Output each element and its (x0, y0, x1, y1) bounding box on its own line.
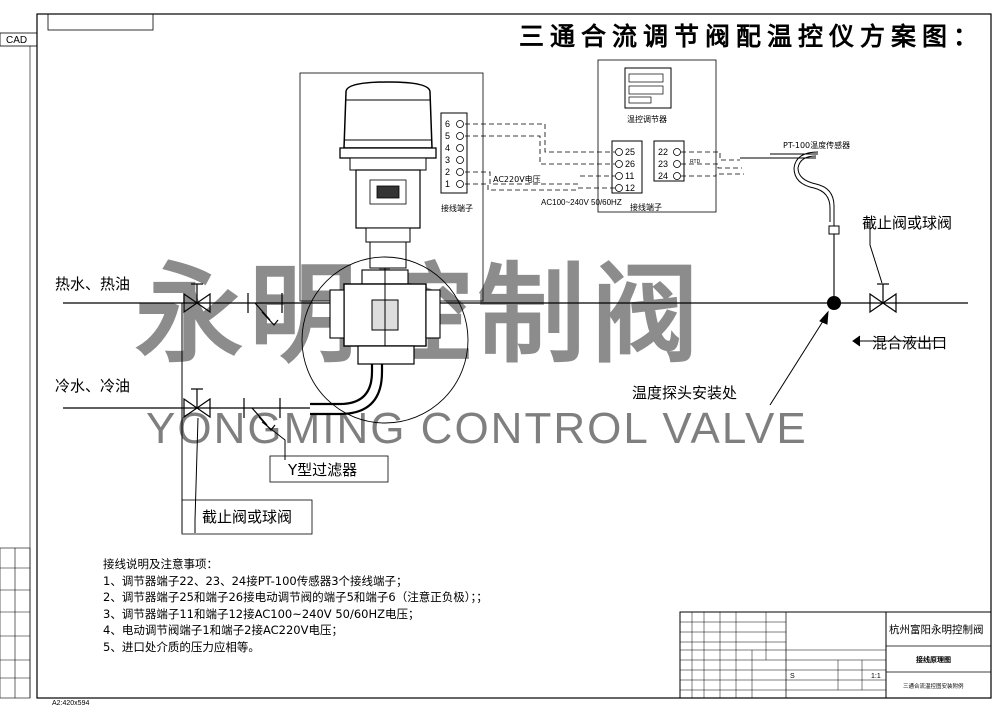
controller-enclosure (597, 59, 717, 213)
three-way-valve-body (329, 268, 441, 365)
scale-value: 1:1 (871, 673, 881, 680)
cad-label: CAD (6, 35, 27, 46)
ac100-label: AC100~240V 50/60HZ (541, 198, 622, 207)
watermark-en: YONGMING CONTROL VALVE (146, 404, 808, 453)
drawing-subtitle: 三通合流温控图安装附例 (903, 682, 964, 690)
y-filter-label: Y型过滤器 (287, 461, 357, 479)
rtd-label: RTD (690, 159, 701, 165)
stop-valve-label-bottom: 截止阀或球阀 (202, 508, 292, 526)
outlet-label: 混合液出口 (872, 334, 947, 352)
controller-terminals-right: 22 23 24 (653, 140, 685, 182)
cold-stop-valve (183, 388, 211, 419)
controller-terminals-left: 25 26 11 12 (611, 140, 643, 194)
svg-text:24: 24 (658, 171, 668, 181)
mark-value: S (790, 673, 795, 680)
cold-inlet-label: 冷水、冷油 (55, 377, 130, 395)
actuator-terminal-block: 6 5 4 3 2 1 (440, 112, 468, 194)
controller-terminal-label: 接线端子 (630, 202, 662, 212)
drawing-border (36, 13, 992, 699)
svg-text:22: 22 (658, 147, 668, 157)
temperature-controller (624, 67, 672, 109)
y-filter-callout (269, 455, 389, 483)
hot-inlet-label: 热水、热油 (55, 275, 130, 293)
svg-text:12: 12 (625, 183, 635, 193)
stop-valve-label-top: 截止阀或球阀 (862, 214, 952, 232)
outlet-stop-valve (869, 283, 897, 314)
electric-actuator (339, 81, 437, 269)
title-block (679, 611, 992, 699)
pt100-sensor (740, 151, 835, 226)
top-label-box (47, 13, 154, 31)
svg-text:4: 4 (445, 143, 450, 153)
wiring-notes: 接线说明及注意事项： 1、调节器端子22、23、24接PT-100传感器3个接线… (103, 556, 488, 655)
left-side-strip (0, 547, 31, 699)
svg-text:23: 23 (658, 159, 668, 169)
note-item: 2、调节器端子25和端子26接电动调节阀的端子5和端子6（注意正负极）；； (103, 590, 488, 604)
actuator-terminal-label: 接线端子 (441, 203, 473, 213)
drawing-name: 接线原理图 (916, 655, 951, 664)
valve-detail-circle (301, 256, 469, 424)
svg-text:6: 6 (445, 119, 450, 129)
company-name: 杭州富阳永明控制阀 (889, 623, 984, 636)
svg-text:25: 25 (625, 147, 635, 157)
note-item: 4、电动调节阀端子1和端子2接AC220V电压； (103, 623, 343, 637)
stop-valve-callout (181, 499, 313, 535)
wiring (465, 123, 744, 191)
svg-text:2: 2 (445, 167, 450, 177)
svg-text:1: 1 (445, 179, 450, 189)
ac220-label: AC220V电压 (493, 174, 541, 184)
sensor-mount-label: 温度探头安装处 (632, 384, 737, 402)
controller-label: 温控调节器 (627, 114, 667, 124)
hot-stop-valve (183, 283, 211, 314)
cold-y-filter (243, 398, 281, 431)
notes-heading: 接线说明及注意事项： (103, 557, 218, 571)
svg-text:3: 3 (445, 155, 450, 165)
note-item: 1、调节器端子22、23、24接PT-100传感器3个接线端子； (103, 573, 408, 588)
note-item: 3、调节器端子11和端子12接AC100~240V 50/60HZ电压； (103, 606, 420, 621)
svg-text:5: 5 (445, 131, 450, 141)
paper-size: A2:420x594 (52, 700, 89, 707)
pt100-label: PT-100温度传感器 (783, 140, 850, 150)
hot-y-filter (247, 293, 283, 326)
svg-text:11: 11 (625, 171, 634, 181)
note-item: 5、进口处介质的压力应相等。 (103, 639, 260, 654)
svg-text:26: 26 (625, 159, 635, 169)
drawing-title: 三通合流调节阀配温控仪方案图： (519, 22, 984, 51)
